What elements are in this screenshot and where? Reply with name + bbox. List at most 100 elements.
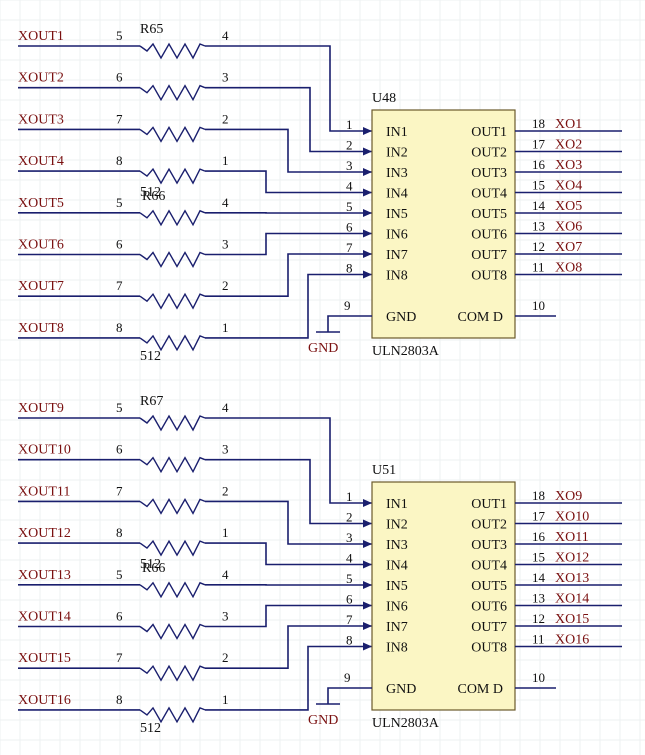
- resistor-value-mid: 512: [140, 185, 161, 200]
- chip-output-pin-number: 18: [532, 488, 545, 503]
- gnd-net-label: GND: [308, 713, 338, 728]
- chip-input-label: IN7: [386, 620, 408, 635]
- chip-comd-pin-number: 10: [532, 298, 545, 313]
- input-arrow: [363, 229, 372, 238]
- input-arrow: [363, 147, 372, 156]
- resistor-pin-right: 4: [222, 195, 229, 210]
- chip-comd-label: COM D: [457, 682, 503, 697]
- chip-input-pin-number: 2: [346, 510, 353, 525]
- net-label-output: XO12: [555, 551, 589, 566]
- chip-output-pin-number: 18: [532, 116, 545, 131]
- chip-input-pin-number: 8: [346, 261, 353, 276]
- chip-input-pin-number: 3: [346, 158, 353, 173]
- net-label-output: XO5: [555, 199, 582, 214]
- net-label-output: XO13: [555, 571, 589, 586]
- net-label-output: XO15: [555, 612, 589, 627]
- chip-input-label: IN3: [386, 166, 408, 181]
- chip-input-label: IN4: [386, 187, 408, 202]
- chip-input-pin-number: 1: [346, 489, 353, 504]
- input-route-wire: [205, 500, 372, 545]
- resistor-zigzag: [139, 209, 206, 227]
- chip-output-label: OUT8: [471, 641, 507, 656]
- chip-gnd-label: GND: [386, 682, 416, 697]
- input-arrow: [363, 560, 372, 569]
- input-arrow: [363, 519, 372, 528]
- chip-output-pin-number: 13: [532, 219, 545, 234]
- chip-output-pin-number: 14: [532, 198, 546, 213]
- chip-input-pin-number: 7: [346, 612, 353, 627]
- chip-input-label: IN8: [386, 641, 408, 656]
- net-label-output: XO6: [555, 220, 582, 235]
- net-label-output: XO1: [555, 117, 582, 132]
- chip-output-pin-number: 12: [532, 239, 545, 254]
- net-label-output: XO9: [555, 489, 582, 504]
- resistor-ref-mid: R66: [142, 561, 165, 576]
- chip-output-label: OUT3: [471, 538, 507, 553]
- net-label-input: XOUT10: [18, 443, 71, 458]
- chip-comd-pin-number: 10: [532, 670, 545, 685]
- resistor-value-bottom: 512: [140, 349, 161, 364]
- resistor-pin-left: 7: [116, 483, 123, 498]
- chip-output-label: OUT4: [471, 187, 507, 202]
- gnd-wire: [327, 687, 372, 704]
- net-label-input: XOUT14: [18, 610, 71, 625]
- resistor-pin-right: 3: [222, 609, 229, 624]
- net-label-input: XOUT2: [18, 71, 64, 86]
- resistor-pin-left: 6: [116, 442, 123, 457]
- input-route-wire: [205, 86, 372, 153]
- net-label-input: XOUT3: [18, 112, 64, 127]
- resistor-pin-left: 8: [116, 320, 123, 335]
- chip-output-pin-number: 12: [532, 611, 545, 626]
- resistor-zigzag: [139, 664, 206, 682]
- chip-output-label: OUT8: [471, 269, 507, 284]
- net-label-input: XOUT7: [18, 279, 64, 294]
- chip-output-label: OUT1: [471, 497, 507, 512]
- resistor-value-mid: 512: [140, 557, 161, 572]
- net-label-input: XOUT13: [18, 568, 71, 583]
- chip-input-label: IN5: [386, 579, 408, 594]
- resistor-pin-right: 4: [222, 567, 229, 582]
- chip-part-number: ULN2803A: [372, 344, 440, 359]
- chip-output-pin-number: 15: [532, 178, 545, 193]
- chip-input-pin-number: 4: [346, 179, 353, 194]
- resistor-zigzag: [139, 292, 206, 310]
- resistor-pin-right: 1: [222, 320, 229, 335]
- chip-part-number: ULN2803A: [372, 716, 440, 731]
- chip-input-pin-number: 1: [346, 117, 353, 132]
- chip-output-label: OUT5: [471, 207, 507, 222]
- net-label-output: XO11: [555, 530, 589, 545]
- chip-output-pin-number: 16: [532, 157, 546, 172]
- chip-body: [371, 481, 516, 711]
- input-arrow: [363, 581, 372, 589]
- resistor-pin-right: 3: [222, 70, 229, 85]
- input-route-wire: [205, 542, 372, 566]
- chip-input-label: IN2: [386, 518, 408, 533]
- input-route-wire: [205, 232, 372, 256]
- resistor-pin-left: 5: [116, 400, 123, 415]
- net-label-input: XOUT1: [18, 29, 64, 44]
- chip-gnd-pin-number: 9: [344, 298, 351, 313]
- resistor-pin-left: 5: [116, 28, 123, 43]
- chip-input-pin-number: 6: [346, 220, 353, 235]
- chip-input-label: IN3: [386, 538, 408, 553]
- resistor-zigzag: [139, 334, 206, 352]
- input-arrow: [363, 499, 372, 507]
- chip-output-pin-number: 17: [532, 509, 546, 524]
- resistor-pin-right: 2: [222, 650, 229, 665]
- chip-input-label: IN5: [386, 207, 408, 222]
- net-label-input: XOUT4: [18, 154, 64, 169]
- resistor-zigzag: [139, 581, 206, 599]
- chip-output-pin-number: 16: [532, 529, 546, 544]
- net-label-output: XO3: [555, 158, 582, 173]
- input-route-wire: [205, 253, 372, 298]
- net-label-output: XO14: [555, 592, 589, 607]
- resistor-zigzag: [139, 84, 206, 102]
- resistor-zigzag: [139, 414, 206, 432]
- resistor-ref-top: R65: [140, 22, 163, 37]
- resistor-zigzag: [139, 251, 206, 268]
- chip-input-label: IN4: [386, 559, 408, 574]
- input-route-wire: [205, 604, 372, 628]
- chip-output-label: OUT6: [471, 228, 507, 243]
